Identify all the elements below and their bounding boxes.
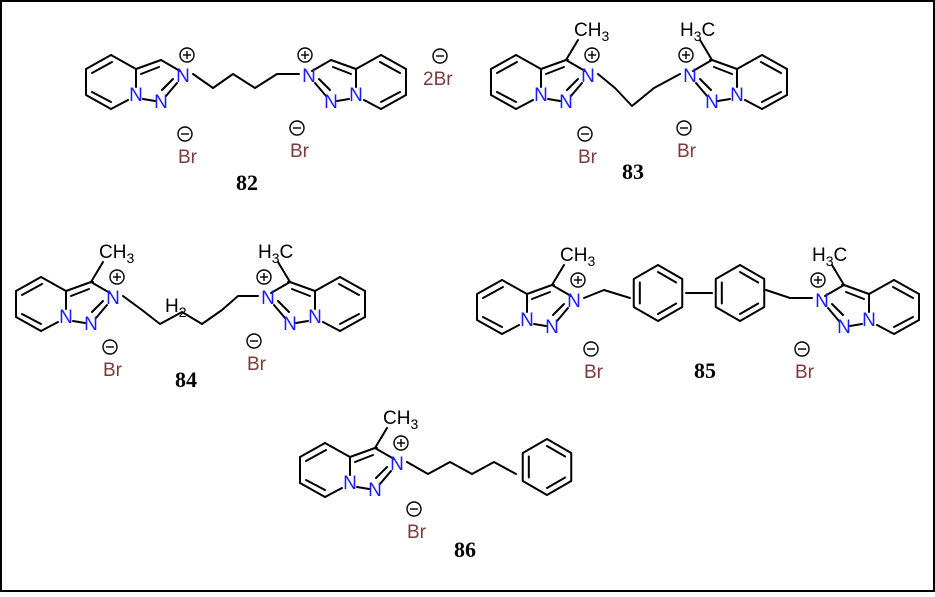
methylene-bond [765, 289, 791, 299]
alkyl-chain [122, 295, 259, 325]
alkyl-chain [192, 73, 300, 89]
methyl-bond [277, 261, 291, 283]
positive-charge-icon [570, 272, 586, 288]
methyl-group: H3C [812, 245, 847, 269]
bromide-counterion: Br [247, 354, 267, 375]
phenyl-ring [632, 264, 684, 322]
nitrogen-atom-n8: N [520, 310, 534, 331]
bromide-counterion: Br [584, 362, 604, 383]
compound-label-85: 85 [694, 358, 716, 383]
nitrogen-atom-n8: N [730, 85, 744, 106]
methyl-bond [699, 39, 713, 61]
bromide-counterion: Br [178, 147, 198, 168]
phenyl-ring [714, 264, 766, 322]
negative-charge-icon [289, 120, 305, 136]
negative-charge-icon [177, 126, 193, 142]
nitrogen-atom-n2: N [559, 92, 573, 113]
nitrogen-atom-n8: N [349, 85, 363, 106]
bromide-counterion: Br [290, 141, 310, 162]
alkyl-chain [406, 461, 517, 475]
phenyl-ring [521, 438, 573, 496]
nitrogen-atom-n8: N [534, 85, 548, 106]
methyl-bond [551, 264, 565, 286]
compound-label-84: 84 [175, 367, 197, 392]
positive-charge-icon [678, 47, 694, 63]
dibromide-counterion: 2Br [423, 69, 453, 90]
positive-charge-icon [810, 272, 826, 288]
nitrogen-atom-n2: N [154, 92, 168, 113]
bromide-counterion: Br [407, 522, 427, 543]
nitrogen-atom-n2: N [368, 480, 382, 501]
nitrogen-atom-n1: N [567, 291, 581, 312]
nitrogen-atom-n2: N [705, 92, 719, 113]
methyl-bond [90, 261, 104, 283]
nitrogen-atom-n1: N [176, 66, 190, 87]
nitrogen-atom-n2: N [837, 317, 851, 338]
positive-charge-icon [584, 47, 600, 63]
positive-charge-icon [256, 269, 272, 285]
negative-charge-icon [794, 341, 810, 357]
bromide-counterion: Br [578, 147, 598, 168]
nitrogen-atom-n2: N [283, 314, 297, 335]
nitrogen-atom-n8: N [129, 85, 143, 106]
nitrogen-atom-n8: N [343, 473, 357, 494]
nitrogen-atom-n1: N [106, 288, 120, 309]
negative-charge-icon [432, 48, 448, 64]
nitrogen-atom-n1: N [390, 454, 404, 475]
methyl-bond [374, 427, 388, 449]
compound-label-86: 86 [454, 537, 476, 562]
alkyl-chain [597, 73, 681, 107]
methylene-bond [583, 289, 605, 299]
nitrogen-atom-n1: N [261, 288, 275, 309]
positive-charge-icon [109, 269, 125, 285]
nitrogen-atom-n8: N [862, 310, 876, 331]
negative-charge-icon [406, 501, 422, 517]
positive-charge-icon [179, 47, 195, 63]
nitrogen-atom-n1: N [815, 291, 829, 312]
negative-charge-icon [676, 120, 692, 136]
positive-charge-icon [393, 435, 409, 451]
compound-label-82: 82 [236, 170, 258, 195]
methyl-bond [831, 264, 845, 286]
negative-charge-icon [583, 341, 599, 357]
methyl-bond [565, 39, 579, 61]
nitrogen-atom-n1: N [302, 66, 316, 87]
nitrogen-atom-n1: N [581, 66, 595, 87]
nitrogen-atom-n8: N [59, 307, 73, 328]
negative-charge-icon [102, 339, 118, 355]
nitrogen-atom-n8: N [308, 307, 322, 328]
bromide-counterion: Br [103, 360, 123, 381]
nitrogen-atom-n2: N [84, 314, 98, 335]
bromide-counterion: Br [677, 141, 697, 162]
bromide-counterion: Br [795, 362, 815, 383]
negative-charge-icon [246, 333, 262, 349]
positive-charge-icon [297, 47, 313, 63]
nitrogen-atom-n2: N [545, 317, 559, 338]
compound-label-83: 83 [622, 159, 644, 184]
nitrogen-atom-n2: N [324, 92, 338, 113]
negative-charge-icon [577, 126, 593, 142]
nitrogen-atom-n1: N [683, 66, 697, 87]
methylene-bond [603, 289, 631, 299]
